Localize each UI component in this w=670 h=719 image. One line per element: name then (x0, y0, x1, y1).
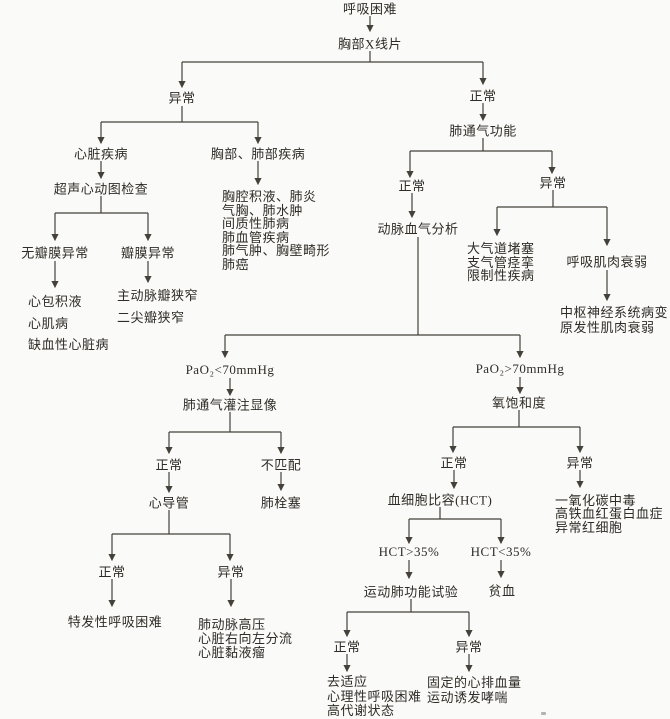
list-item: 限制性疾病 (467, 268, 535, 283)
node-chest-xray: 胸部X线片 (338, 36, 402, 52)
node-lung-ventilation: 肺通气功能 (449, 123, 517, 139)
node-echocardiogram: 超声心动图检查 (53, 181, 149, 197)
list-chest-lung-findings: 胸腔积液、肺炎 气胸、肺水肿 间质性肺病 肺血管疾病 肺气肿、胸壁畸形 肺癌 (222, 190, 330, 271)
node-pao2-low: PaO₂<70mmHg (185, 362, 275, 377)
list-item: 原发性肌肉衰弱 (560, 319, 655, 335)
list-item: 一氧化碳中毒 (555, 493, 637, 508)
node-saturation-normal: 正常 (440, 455, 468, 471)
node-vq-normal: 正常 (155, 457, 183, 473)
node-vq-imaging: 肺通气灌注显像 (182, 397, 278, 413)
node-no-valve-abnormality: 无瓣膜异常 (21, 245, 89, 261)
node-exercise-normal: 正常 (333, 639, 361, 655)
list-no-valve-findings: 心包积液 心肌病 缺血性心脏病 (28, 291, 109, 356)
list-item: 心肌病 (28, 315, 69, 331)
connector-spines (55, 51, 607, 613)
node-hct-high: HCT>35% (378, 544, 440, 559)
list-item: 心脏右向左分流 (198, 631, 293, 647)
list-item: 心包积液 (28, 294, 83, 309)
node-chest-lung-disease: 胸部、肺部疾病 (210, 146, 306, 162)
list-catheter-abnormal-findings: 肺动脉高压 心脏右向左分流 心脏黏液瘤 (198, 617, 293, 661)
list-exercise-normal-findings: 去适应 心理性呼吸困难 高代谢状态 (327, 674, 422, 719)
node-idiopathic-dyspnea: 特发性呼吸困难 (67, 614, 163, 630)
list-item: 主动脉瓣狭窄 (117, 288, 199, 303)
node-hematocrit: 血细胞比容(HCT) (387, 492, 493, 508)
node-saturation-abnormal: 异常 (566, 455, 594, 471)
node-root: 呼吸困难 (342, 1, 398, 17)
scan-speckle (541, 712, 546, 715)
list-item: 气胸、肺水肿 (222, 202, 304, 218)
node-xray-normal: 正常 (469, 88, 497, 104)
list-item: 肺血管疾病 (222, 229, 290, 245)
list-valve-findings: 主动脉瓣狭窄 二尖瓣狭窄 (117, 285, 198, 328)
node-xray-abnormal: 异常 (168, 90, 196, 106)
list-item: 中枢神经系统病变 (560, 305, 669, 320)
list-item: 肺气肿、胸壁畸形 (222, 243, 331, 258)
node-respiratory-muscle-weakness: 呼吸肌肉衰弱 (566, 254, 648, 270)
list-item: 支气管痉挛 (467, 254, 535, 270)
node-ventilation-normal: 正常 (398, 178, 426, 194)
node-cardiac-catheter: 心导管 (148, 495, 190, 511)
node-exercise-abnormal: 异常 (455, 639, 483, 655)
list-item: 大气道堵塞 (467, 241, 535, 256)
node-pao2-high: PaO₂>70mmHg (475, 361, 565, 376)
list-item: 固定的心排血量 (427, 675, 522, 690)
connector-arrows (51, 16, 611, 673)
list-exercise-abnormal-findings: 固定的心排血量 运动诱发哮喘 (427, 675, 522, 705)
list-item: 肺癌 (222, 256, 250, 272)
node-anemia: 贫血 (488, 583, 516, 599)
list-item: 去适应 (327, 674, 368, 689)
list-airway-findings: 大气道堵塞 支气管痉挛 限制性疾病 (467, 242, 535, 283)
list-item: 胸腔积液、肺炎 (222, 189, 317, 204)
node-arterial-blood-gas: 动脉血气分析 (377, 221, 459, 237)
list-item: 二尖瓣狭窄 (117, 309, 185, 325)
node-oxygen-saturation: 氧饱和度 (491, 395, 547, 411)
list-item: 缺血性心脏病 (28, 337, 110, 352)
list-item: 高铁血红蛋白血症 (555, 506, 664, 522)
node-heart-disease: 心脏疾病 (73, 146, 129, 162)
list-item: 异常红细胞 (555, 519, 623, 535)
list-muscle-findings: 中枢神经系统病变 原发性肌肉衰弱 (560, 305, 669, 335)
node-exercise-lung-test: 运动肺功能试验 (363, 584, 459, 600)
node-hct-low: HCT<35% (470, 544, 532, 559)
node-vq-mismatch: 不匹配 (260, 457, 302, 473)
node-pulmonary-embolism: 肺栓塞 (260, 495, 302, 511)
node-catheter-abnormal: 异常 (217, 564, 245, 580)
list-item: 运动诱发哮喘 (427, 689, 509, 705)
list-saturation-abnormal-findings: 一氧化碳中毒 高铁血红蛋白血症 异常红细胞 (555, 493, 664, 535)
list-item: 高代谢状态 (327, 703, 395, 718)
list-item: 心理性呼吸困难 (327, 688, 422, 704)
list-item: 肺动脉高压 (198, 617, 266, 632)
list-item: 心脏黏液瘤 (198, 645, 266, 661)
list-item: 间质性肺病 (222, 216, 290, 231)
node-ventilation-abnormal: 异常 (539, 175, 567, 191)
node-catheter-normal: 正常 (98, 564, 126, 580)
node-valve-abnormality: 瓣膜异常 (120, 245, 176, 261)
